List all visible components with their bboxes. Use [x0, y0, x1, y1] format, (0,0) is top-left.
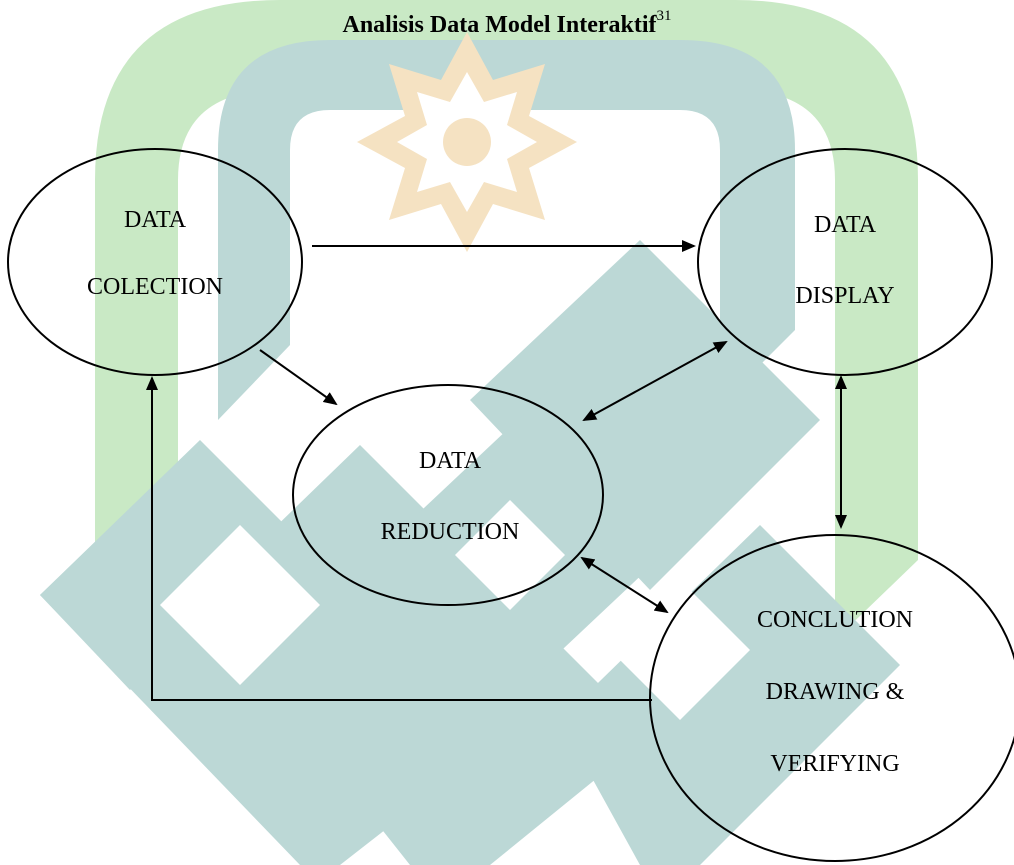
reduction-label-line1: DATA [418, 448, 482, 474]
display-label-line1: DATA [813, 212, 877, 238]
diagram-title: Analisis Data Model Interaktif31 [0, 8, 1014, 39]
arrow-reduction-conclusion [580, 556, 669, 614]
watermark-star [357, 32, 577, 252]
reduction-label-line2: REDUCTION [380, 519, 520, 545]
node-conclusion-ellipse [649, 534, 1014, 862]
node-data-reduction-ellipse [292, 384, 604, 606]
watermark-band-4 [560, 525, 900, 865]
arrow-reduction-display [582, 341, 728, 421]
watermark-cutout-3 [610, 580, 750, 720]
watermark-cutout-2 [455, 500, 565, 610]
node-data-collection-ellipse [7, 148, 303, 376]
node-data-display-ellipse [697, 148, 993, 376]
collection-label-line2: COLECTION [87, 274, 223, 300]
watermark-green-arch [95, 0, 918, 640]
arrow-conclusion-to-collection [146, 376, 652, 701]
title-text: Analisis Data Model Interaktif [342, 12, 657, 38]
conclusion-label-line3: VERIFYING [770, 751, 900, 777]
collection-label-line1: DATA [123, 207, 187, 233]
watermark-cutout-1 [160, 525, 320, 685]
conclusion-label-line1: CONCLUTION [757, 607, 913, 633]
title-footnote: 31 [656, 8, 672, 24]
arrow-collection-to-reduction [259, 349, 338, 406]
watermark-band-6 [40, 480, 250, 690]
conclusion-label-line2: DRAWING & [765, 679, 905, 705]
display-label-line2: DISPLAY [795, 283, 895, 309]
